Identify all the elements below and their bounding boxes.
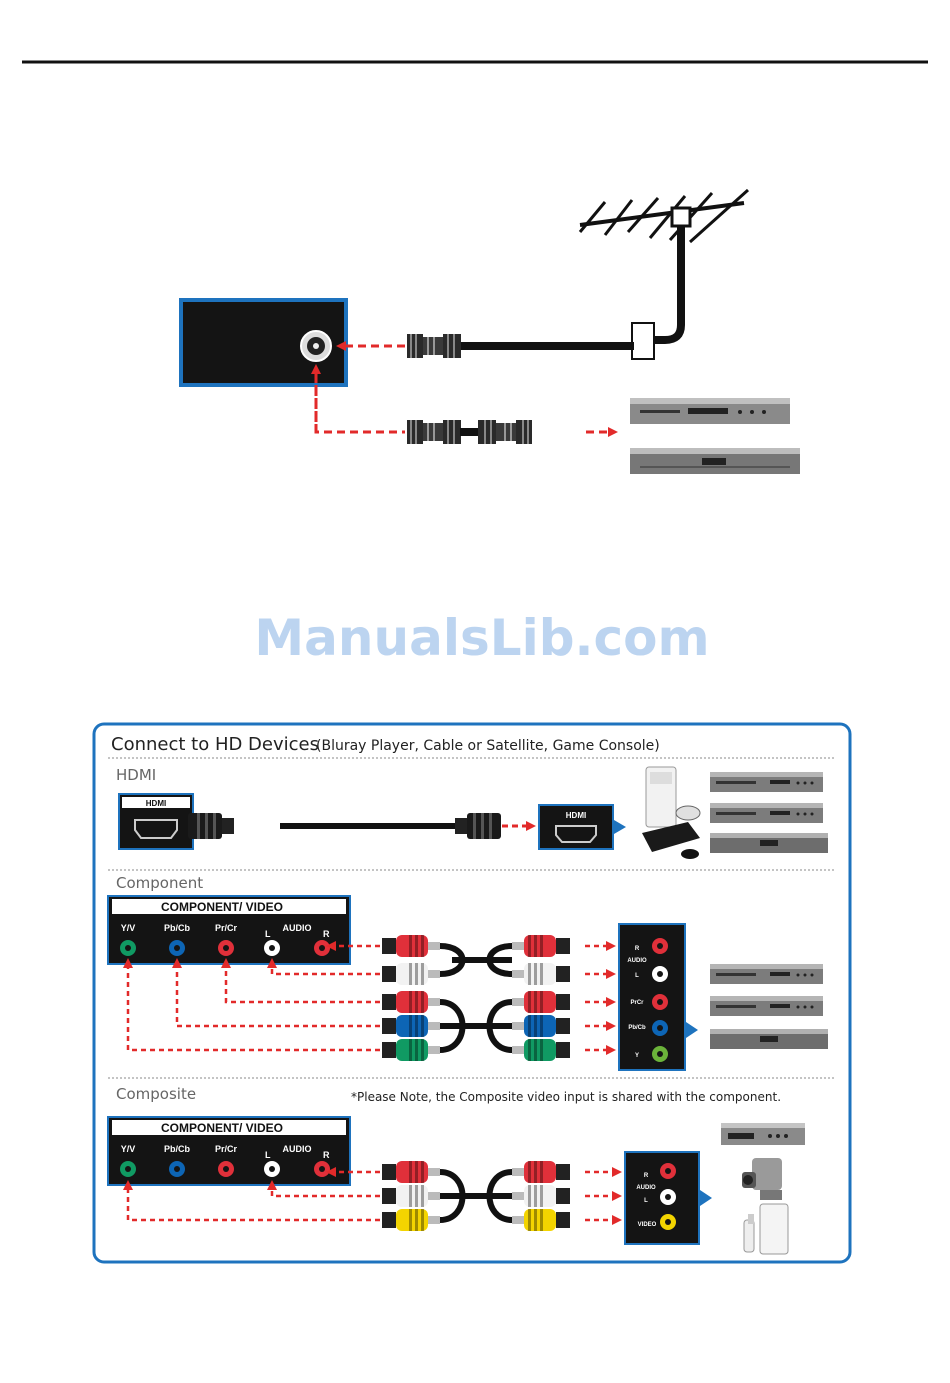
device-composite-panel: R AUDIO L VIDEO [624, 1151, 712, 1245]
component-section-label: Component [116, 874, 203, 892]
coax-plug-icon [407, 334, 461, 358]
device-hdmi-port: HDMI [538, 804, 626, 850]
component-video-header: COMPONENT/ VIDEO [161, 900, 283, 914]
component-video-header: COMPONENT/ VIDEO [161, 1121, 283, 1135]
cable-box-icon [630, 398, 790, 424]
vcr-icon [721, 1123, 805, 1145]
jack-label: L [265, 1150, 271, 1160]
bluray-player-icon [710, 772, 823, 792]
tv-rear-panel [179, 298, 348, 387]
device-jack-label: PrCr [630, 1000, 644, 1006]
device-jack-label: VIDEO [638, 1222, 657, 1228]
jack-label: R [323, 929, 330, 939]
component-cables [439, 943, 513, 1053]
device-component-panel: R AUDIO L PrCr Pb/Cb Y [618, 923, 698, 1071]
hdmi-section-label: HDMI [116, 766, 156, 784]
bluray-player-icon [710, 964, 823, 984]
panel-title: Connect to HD Devices [111, 734, 319, 755]
watermark: ManualsLib.com [254, 609, 709, 667]
wii-console-icon [743, 1203, 789, 1255]
device-jack-label: R [635, 946, 640, 952]
game-console-icon [642, 766, 701, 859]
tv-component-panel: COMPONENT/ VIDEO Y/V Pb/Cb Pr/Cr AUDIO L… [107, 895, 351, 965]
composite-section-label: Composite [116, 1085, 196, 1103]
tv-hdmi-port: HDMI [118, 793, 194, 850]
jack-label: AUDIO [283, 1144, 312, 1154]
camcorder-icon [742, 1158, 782, 1200]
satellite-box-icon [710, 833, 828, 853]
jack-label: L [265, 929, 271, 939]
antenna-icon [578, 188, 750, 344]
device-jack-label: R [644, 1173, 649, 1179]
tv-composite-panel: COMPONENT/ VIDEO Y/V Pb/Cb Pr/Cr AUDIO L… [107, 1116, 351, 1186]
jack-label: Pb/Cb [164, 923, 191, 933]
device-jack-label: L [644, 1198, 648, 1204]
jack-label: Y/V [121, 1144, 136, 1154]
hdmi-port-label: HDMI [146, 799, 166, 808]
composite-note: *Please Note, the Composite video input … [351, 1090, 781, 1104]
coax-plug-icon [407, 420, 461, 444]
device-jack-label: Y [635, 1053, 639, 1059]
jack-label: AUDIO [283, 923, 312, 933]
jack-label: R [323, 1150, 330, 1160]
jack-label: Y/V [121, 923, 136, 933]
composite-device-arrows [585, 1167, 622, 1225]
component-arrows [123, 941, 380, 1052]
jack-label: Pb/Cb [164, 1144, 191, 1154]
coax-input-jack [300, 330, 332, 362]
jack-label: Pr/Cr [215, 1144, 238, 1154]
device-jack-label: Pb/Cb [628, 1025, 646, 1031]
satellite-box-icon [630, 448, 800, 474]
device-jack-label: AUDIO [627, 958, 647, 964]
wall-outlet [631, 322, 655, 360]
jack-label: Pr/Cr [215, 923, 238, 933]
device-jack-label: L [635, 973, 639, 979]
satellite-box-icon [710, 1029, 828, 1049]
cable-box-icon [710, 803, 823, 823]
cable-box-icon [710, 996, 823, 1016]
panel-subtitle: (Bluray Player, Cable or Satellite, Game… [316, 738, 660, 754]
hdmi-port-label: HDMI [566, 811, 586, 820]
component-device-arrows [585, 941, 616, 1055]
device-jack-label: AUDIO [636, 1185, 656, 1191]
composite-cables [439, 1169, 513, 1223]
coax-plug-icon [478, 420, 532, 444]
composite-arrows [123, 1167, 380, 1222]
